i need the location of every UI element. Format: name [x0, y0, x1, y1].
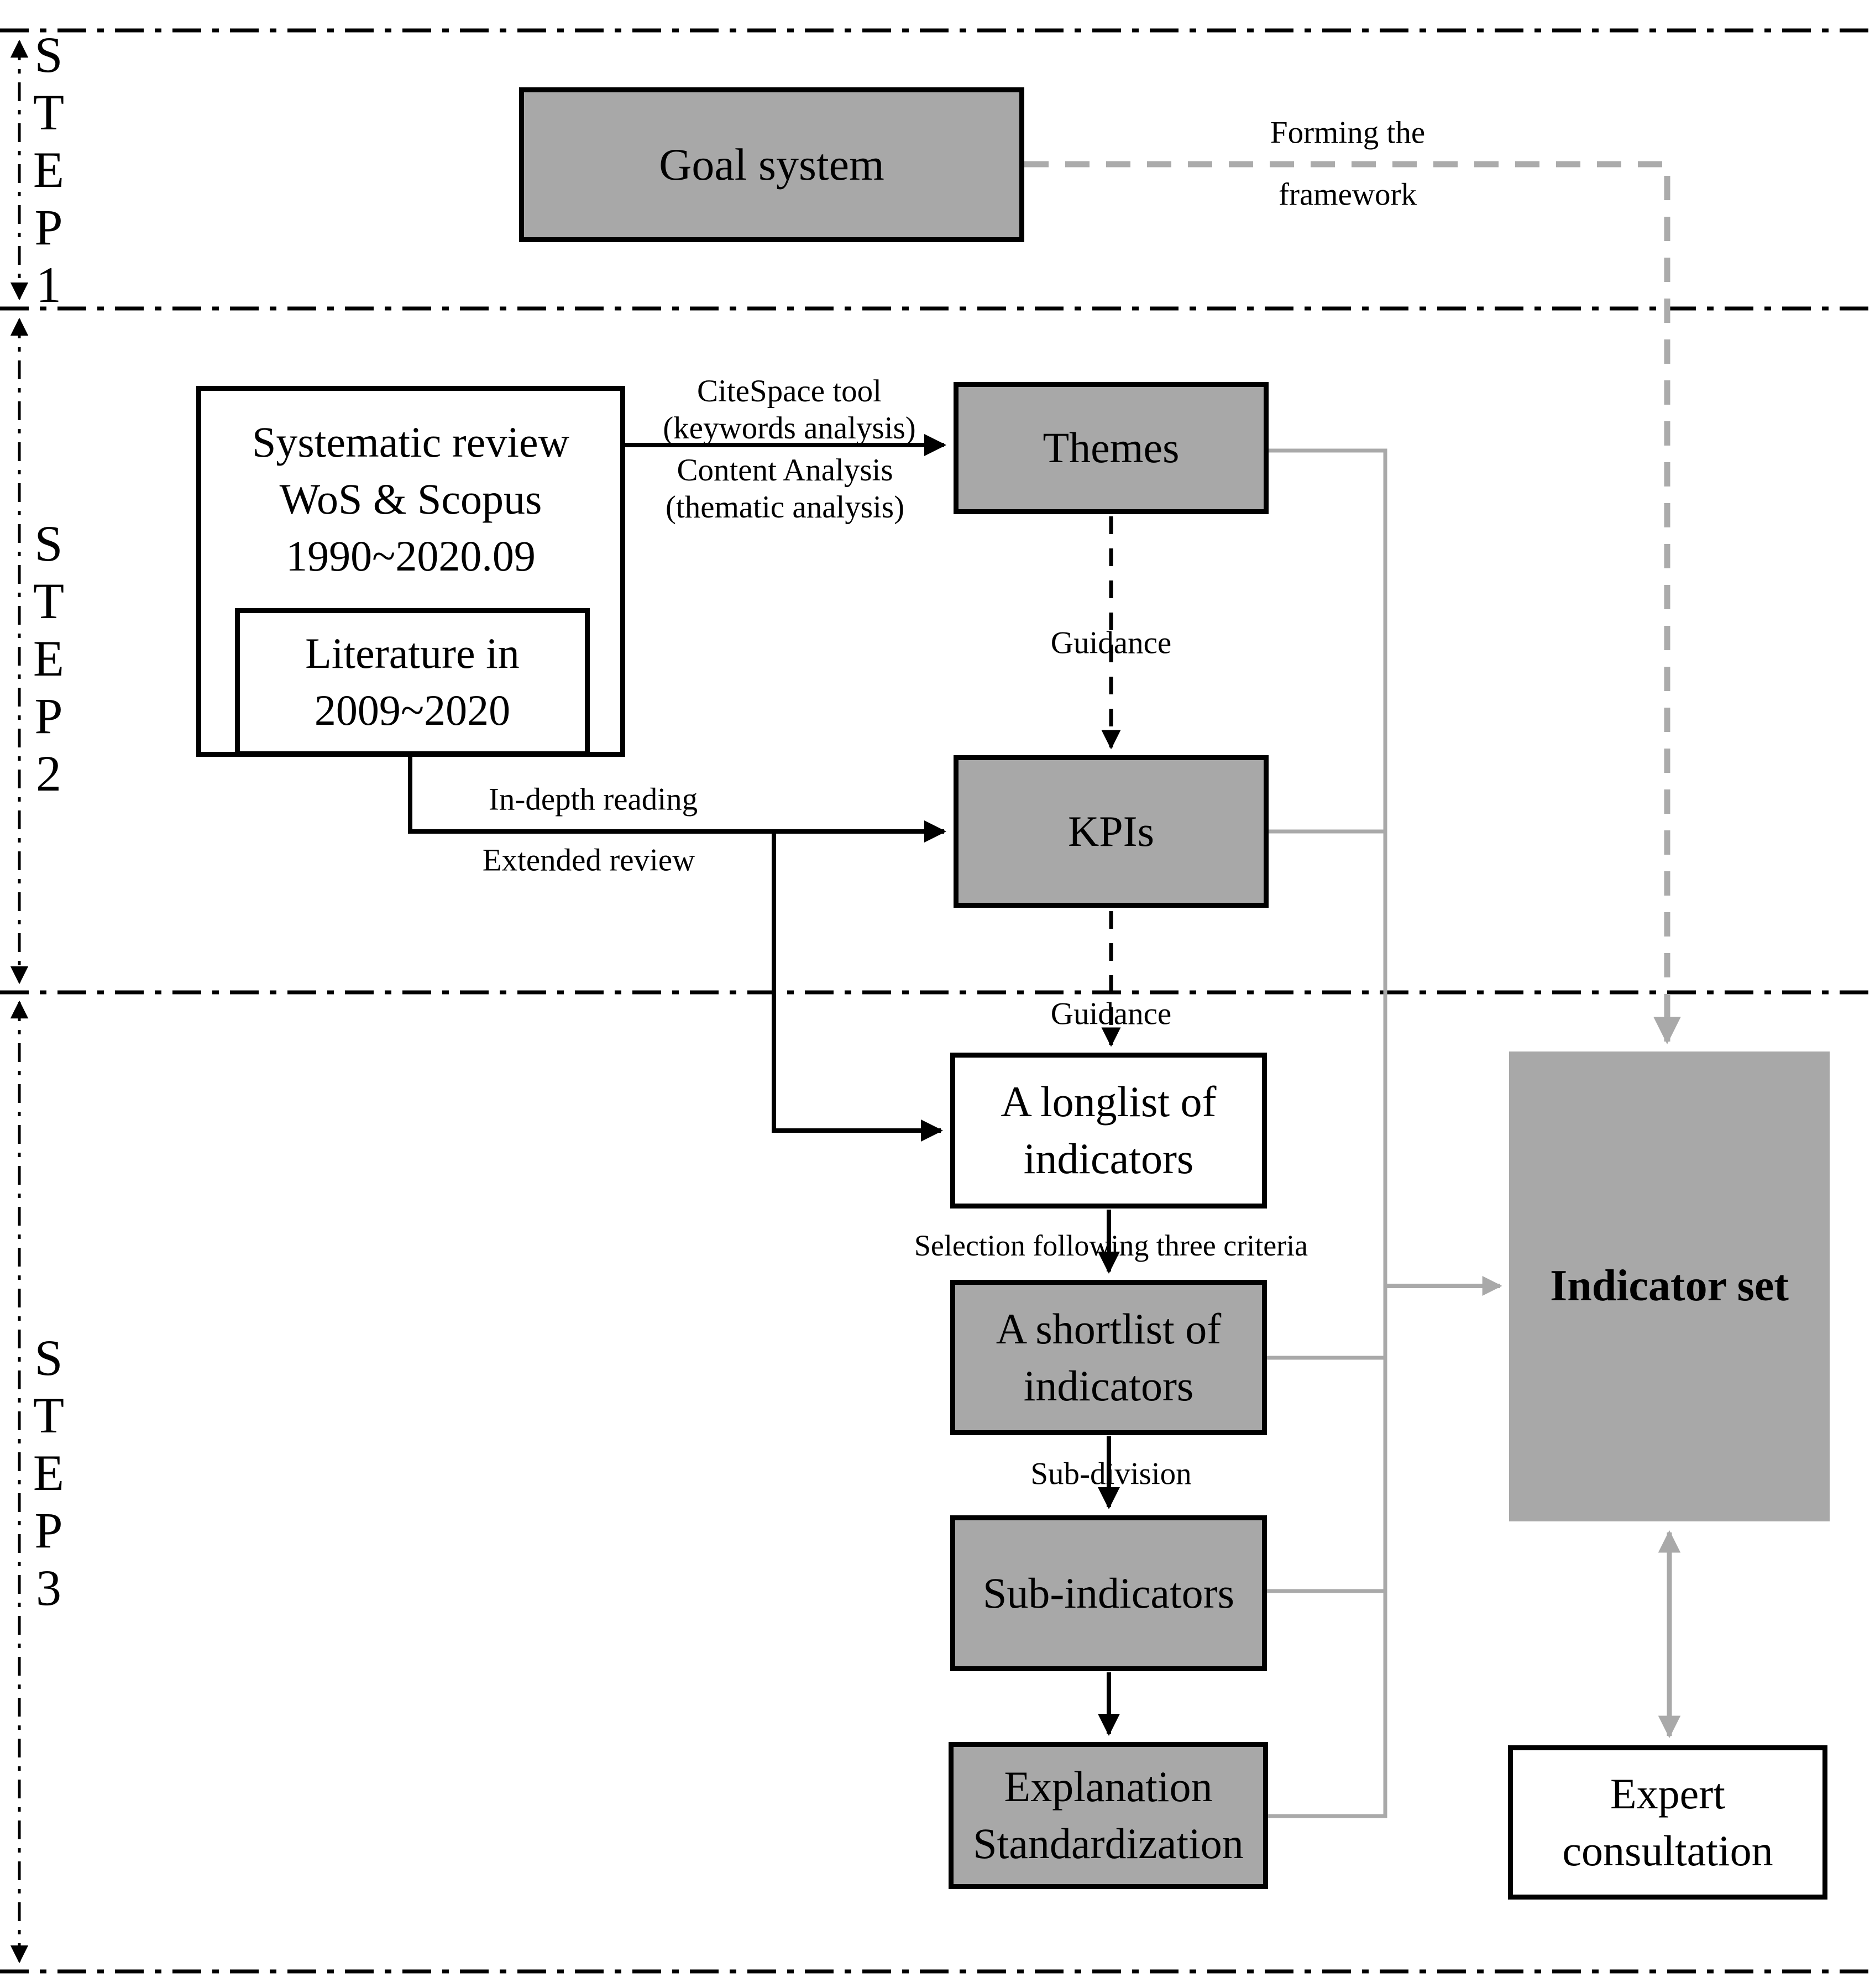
step3-label: S T E P 3 [33, 1330, 65, 1616]
themes-box: Themes [954, 382, 1269, 514]
citespace-tool-label: CiteSpace tool (keywords analysis) [663, 373, 916, 446]
explanation-standardization-box: Explanation Standardization [949, 1742, 1268, 1889]
step2-label: S T E P 2 [33, 515, 65, 802]
in-depth-reading-label: In-depth reading [488, 782, 698, 817]
kpis-box: KPIs [954, 755, 1269, 908]
forming-framework-dashed-arrow [1024, 161, 1681, 1044]
branch-to-longlist-arrow [772, 831, 943, 1142]
literature-box: Literature in 2009~2020 [235, 608, 590, 756]
extended-review-label: Extended review [482, 843, 695, 878]
sub-division-label: Sub-division [1030, 1456, 1192, 1492]
step1-label: S T E P 1 [33, 27, 65, 313]
goal-system-box: Goal system [519, 87, 1024, 242]
forming-framework-label-line1: Forming the [1270, 115, 1426, 150]
selection-criteria-label: Selection following three criteria [914, 1229, 1308, 1263]
guidance-label-themes-kpis: Guidance [1050, 625, 1172, 661]
literature-to-kpis-arrow [408, 755, 946, 843]
sub-indicators-box: Sub-indicators [950, 1515, 1267, 1671]
longlist-box: A longlist of indicators [950, 1053, 1267, 1209]
gray-collector-line [1268, 448, 1387, 1818]
expert-consultation-box: Expert consultation [1508, 1745, 1827, 1900]
shortlist-box: A shortlist of indicators [950, 1280, 1267, 1435]
guidance-label-kpis-longlist: Guidance [1050, 996, 1172, 1032]
indicator-set-box: Indicator set [1509, 1051, 1830, 1521]
forming-framework-label-line2: framework [1278, 177, 1417, 212]
content-analysis-label: Content Analysis (thematic analysis) [665, 452, 905, 525]
